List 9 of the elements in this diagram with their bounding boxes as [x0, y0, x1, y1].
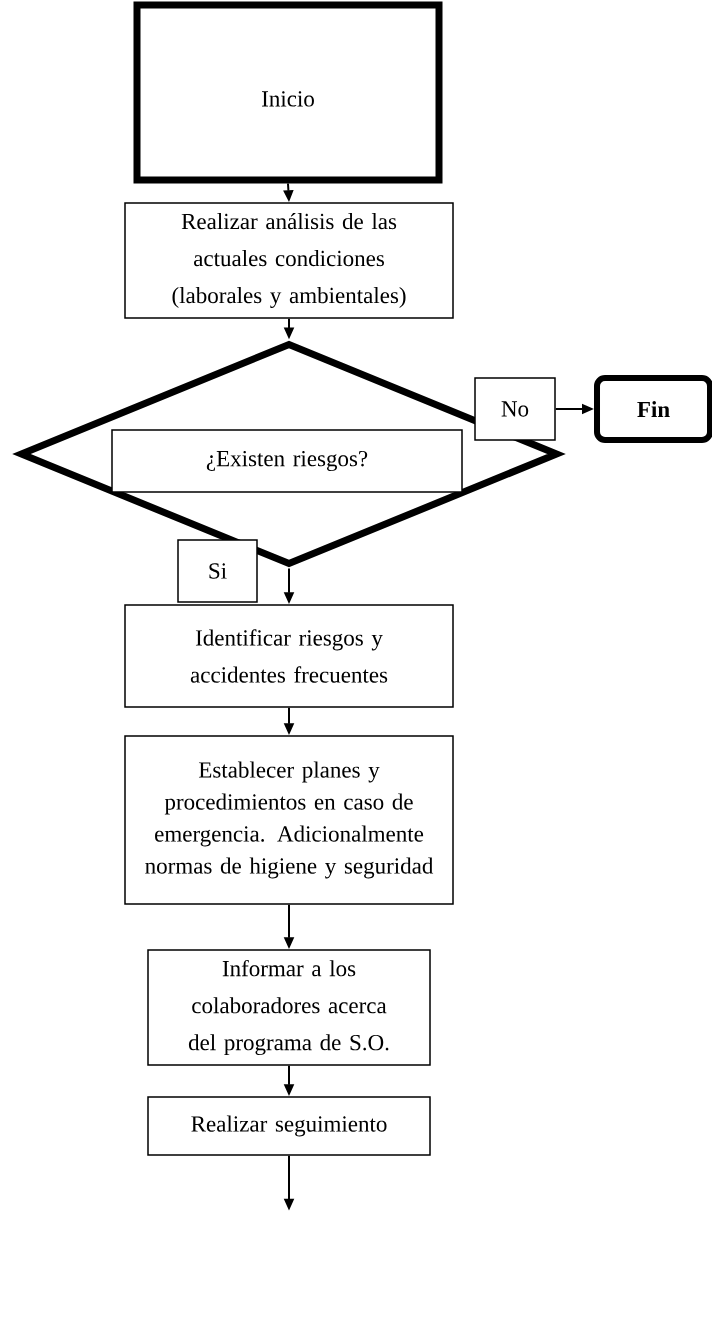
process-box: Informar a los colaboradores acerca del programa de S.O. [147, 949, 431, 1066]
process-box: Realizar seguimiento [147, 1096, 431, 1156]
answer-box: No [474, 377, 556, 441]
answer-box: Si [177, 539, 258, 603]
process-box: Establecer planes y procedimientos en caso de emergencia. Adicionalmente normas de higiene y seguridad [124, 735, 454, 905]
process-box: Realizar análisis de las actuales condiciones (laborales y ambientales) [124, 202, 454, 319]
question-box: ¿Existen riesgos? [111, 429, 463, 493]
end-box: Fin [594, 375, 712, 443]
start-box: Inicio [133, 1, 443, 184]
